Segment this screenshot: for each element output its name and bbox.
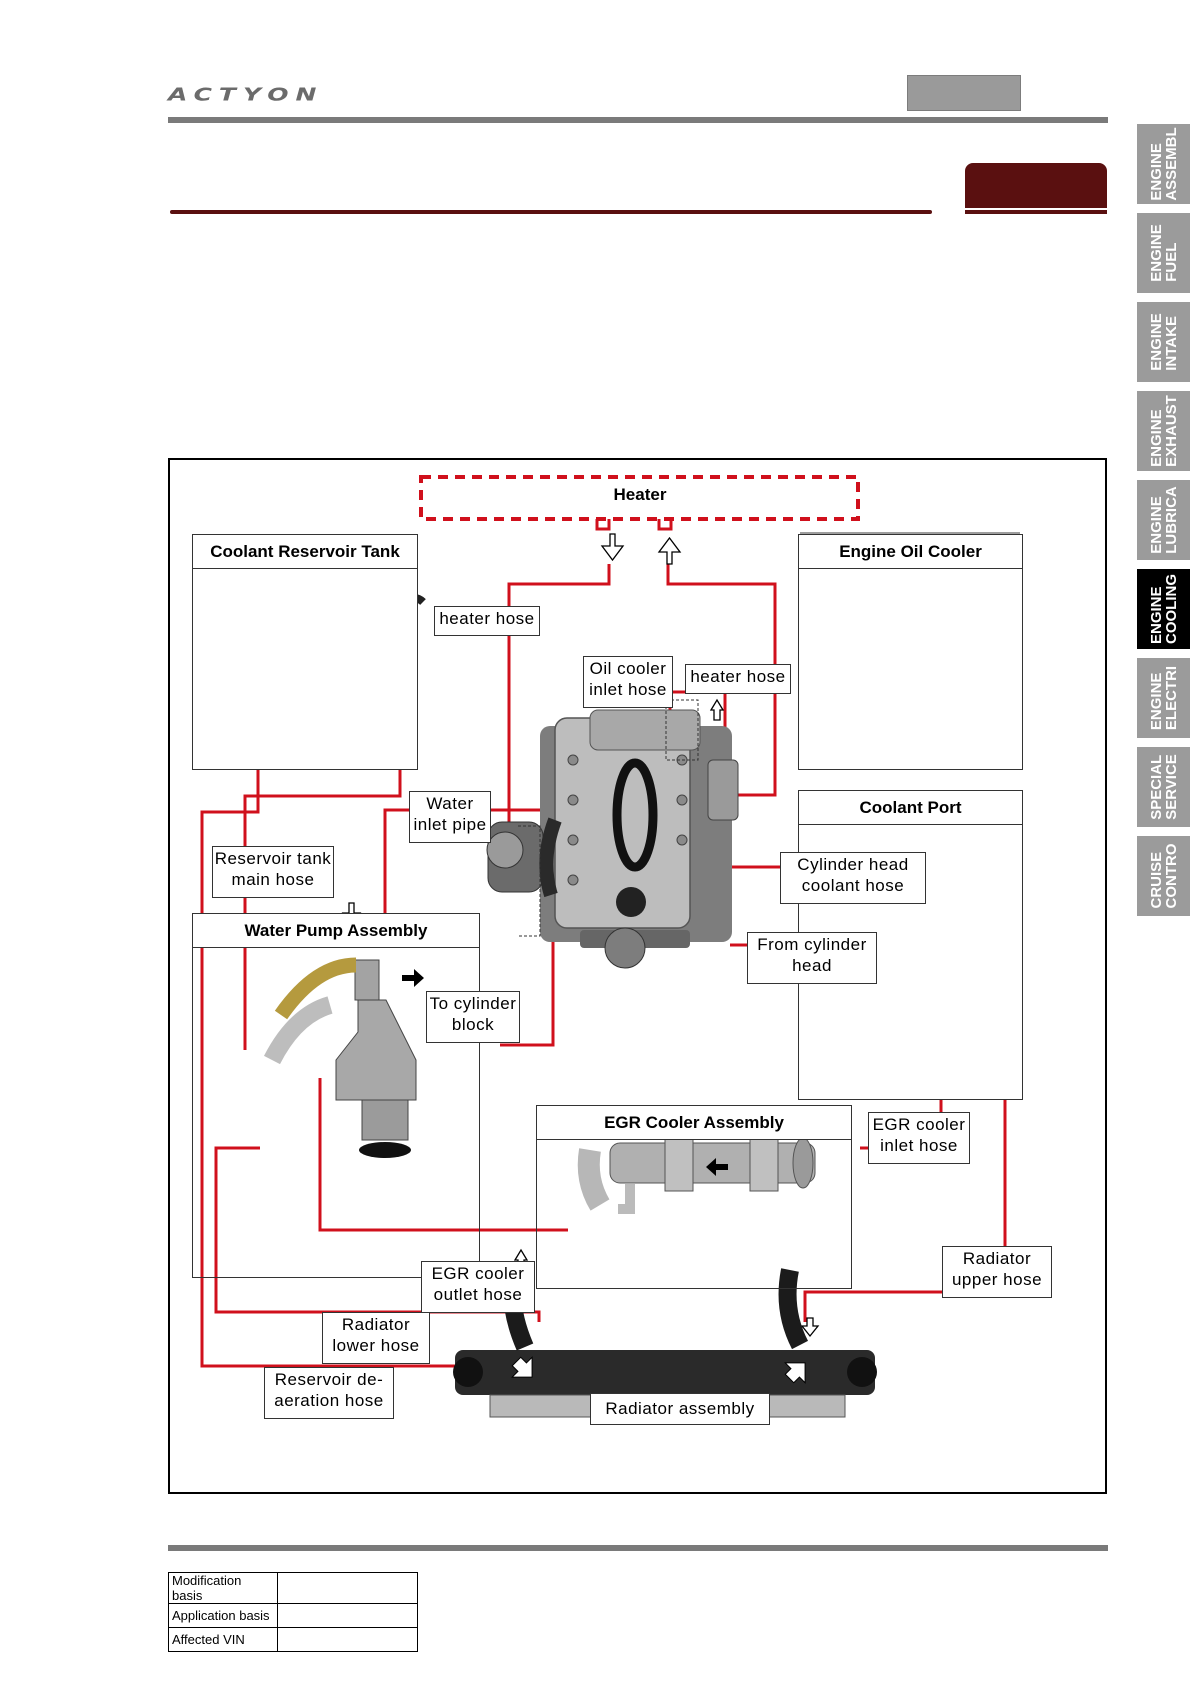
side-tab-engine-assembly[interactable]: ENGINE ASSEMBL [1137, 124, 1190, 204]
cooling-circuit-diagram: Heater Coolant Reservoir Tank Engine Oil… [168, 458, 1107, 1494]
panel-title: Water Pump Assembly [193, 914, 479, 948]
label-heater-hose-left: heater hose [434, 606, 540, 636]
heater-label: Heater [613, 485, 667, 504]
revision-key: Modification basis [168, 1572, 278, 1604]
panel-title: EGR Cooler Assembly [537, 1106, 851, 1140]
brand-logo: ACTYON [168, 84, 324, 105]
side-tab-engine-exhaust[interactable]: ENGINE EXHAUST [1137, 391, 1190, 471]
label-reservoir-tank-main-hose: Reservoir tank main hose [212, 846, 334, 898]
side-tab-cruise-control[interactable]: CRUISE CONTRO [1137, 836, 1190, 916]
photo-label-to-heater: To heater [867, 658, 938, 677]
label-to-cylinder-block: To cylinder block [426, 991, 520, 1043]
table-row: Affected VIN [168, 1627, 418, 1652]
label-cylinder-head-coolant-hose: Cylinder head coolant hose [780, 852, 926, 904]
revision-value [277, 1603, 418, 1628]
panel-title: Coolant Port [799, 791, 1022, 825]
revision-value [277, 1572, 418, 1604]
panel-coolant-reservoir-tank: Coolant Reservoir Tank [192, 534, 418, 770]
engine-illustration [486, 699, 739, 969]
table-row: Application basis [168, 1603, 418, 1628]
label-radiator-assembly: Radiator assembly [590, 1393, 770, 1425]
label-from-cylinder-head: From cylinder head [747, 932, 877, 984]
side-tab-engine-intake[interactable]: ENGINE INTAKE [1137, 302, 1190, 382]
panel-water-pump-assembly: Water Pump Assembly [192, 913, 480, 1278]
label-reservoir-deaeration-hose: Reservoir de- aeration hose [264, 1367, 394, 1419]
panel-title: Engine Oil Cooler [799, 535, 1022, 569]
panel-title: Coolant Reservoir Tank [193, 535, 417, 569]
footer-rule [168, 1545, 1108, 1551]
side-tab-engine-fuel[interactable]: ENGINE FUEL [1137, 213, 1190, 293]
label-egr-cooler-inlet-hose: EGR cooler inlet hose [868, 1112, 970, 1164]
side-tab-engine-lubrication[interactable]: ENGINE LUBRICA [1137, 480, 1190, 560]
table-row: Modification basis [168, 1572, 418, 1604]
header-rule [168, 117, 1108, 123]
page-number-badge [907, 75, 1021, 111]
side-tab-engine-electrical[interactable]: ENGINE ELECTRI [1137, 658, 1190, 738]
section-title-rule [170, 210, 932, 214]
label-egr-cooler-outlet-hose: EGR cooler outlet hose [421, 1261, 535, 1313]
side-tab-special-service[interactable]: SPECIAL SERVICE [1137, 747, 1190, 827]
section-tab-underline [965, 210, 1107, 214]
revision-key: Affected VIN [168, 1627, 278, 1652]
label-heater-hose-right: heater hose [685, 664, 791, 694]
panel-engine-oil-cooler: Engine Oil Cooler Cylinder head block To… [798, 534, 1023, 770]
panel-egr-cooler-assembly: EGR Cooler Assembly [536, 1105, 852, 1289]
water-pump-illustration [263, 957, 417, 1158]
revision-value [277, 1627, 418, 1652]
label-radiator-upper-hose: Radiator upper hose [942, 1246, 1052, 1298]
photo-label-cylinder-head-block: Cylinder head block [927, 584, 1011, 624]
label-oil-cooler-inlet-hose: Oil cooler inlet hose [583, 656, 673, 708]
label-radiator-lower-hose: Radiator lower hose [322, 1312, 430, 1364]
revision-table: Modification basis Application basis Aff… [168, 1572, 418, 1652]
section-tab [965, 163, 1107, 208]
heater-dashed-box [419, 475, 860, 521]
revision-key: Application basis [168, 1603, 278, 1628]
side-tab-engine-cooling[interactable]: ENGINE COOLING [1137, 569, 1190, 649]
label-water-inlet-pipe: Water inlet pipe [409, 791, 491, 843]
